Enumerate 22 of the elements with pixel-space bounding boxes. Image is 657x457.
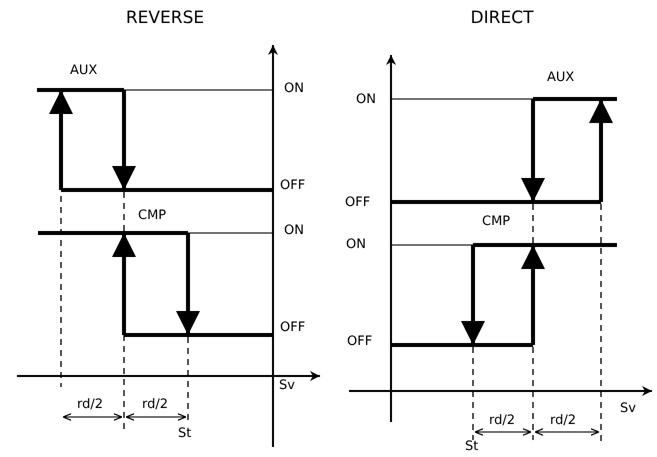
chart-title: DIRECT: [470, 10, 534, 27]
axis-label: OFF: [347, 335, 372, 348]
chart-title: REVERSE: [126, 10, 204, 27]
axis-label: ON: [346, 238, 366, 251]
axis-label: Sv: [279, 379, 295, 392]
axis-label: AUX: [547, 71, 574, 84]
axis-label: ON: [284, 224, 304, 237]
axis-label: St: [178, 427, 192, 440]
axis-label: rd/2: [77, 398, 104, 411]
axis-label: CMP: [138, 209, 166, 222]
axis-label: ON: [284, 82, 304, 95]
axis-label: CMP: [482, 215, 510, 228]
axis-label: St: [465, 440, 478, 453]
axis-label: rd/2: [142, 398, 168, 411]
axis-label: OFF: [280, 179, 306, 192]
axis-label: Sv: [620, 402, 636, 415]
axis-label: rd/2: [550, 414, 576, 427]
axis-label: OFF: [280, 321, 306, 334]
axis-label: ON: [356, 93, 376, 106]
axis-label: OFF: [345, 196, 370, 209]
axis-label: AUX: [70, 64, 98, 77]
axis-label: rd/2: [489, 414, 516, 427]
